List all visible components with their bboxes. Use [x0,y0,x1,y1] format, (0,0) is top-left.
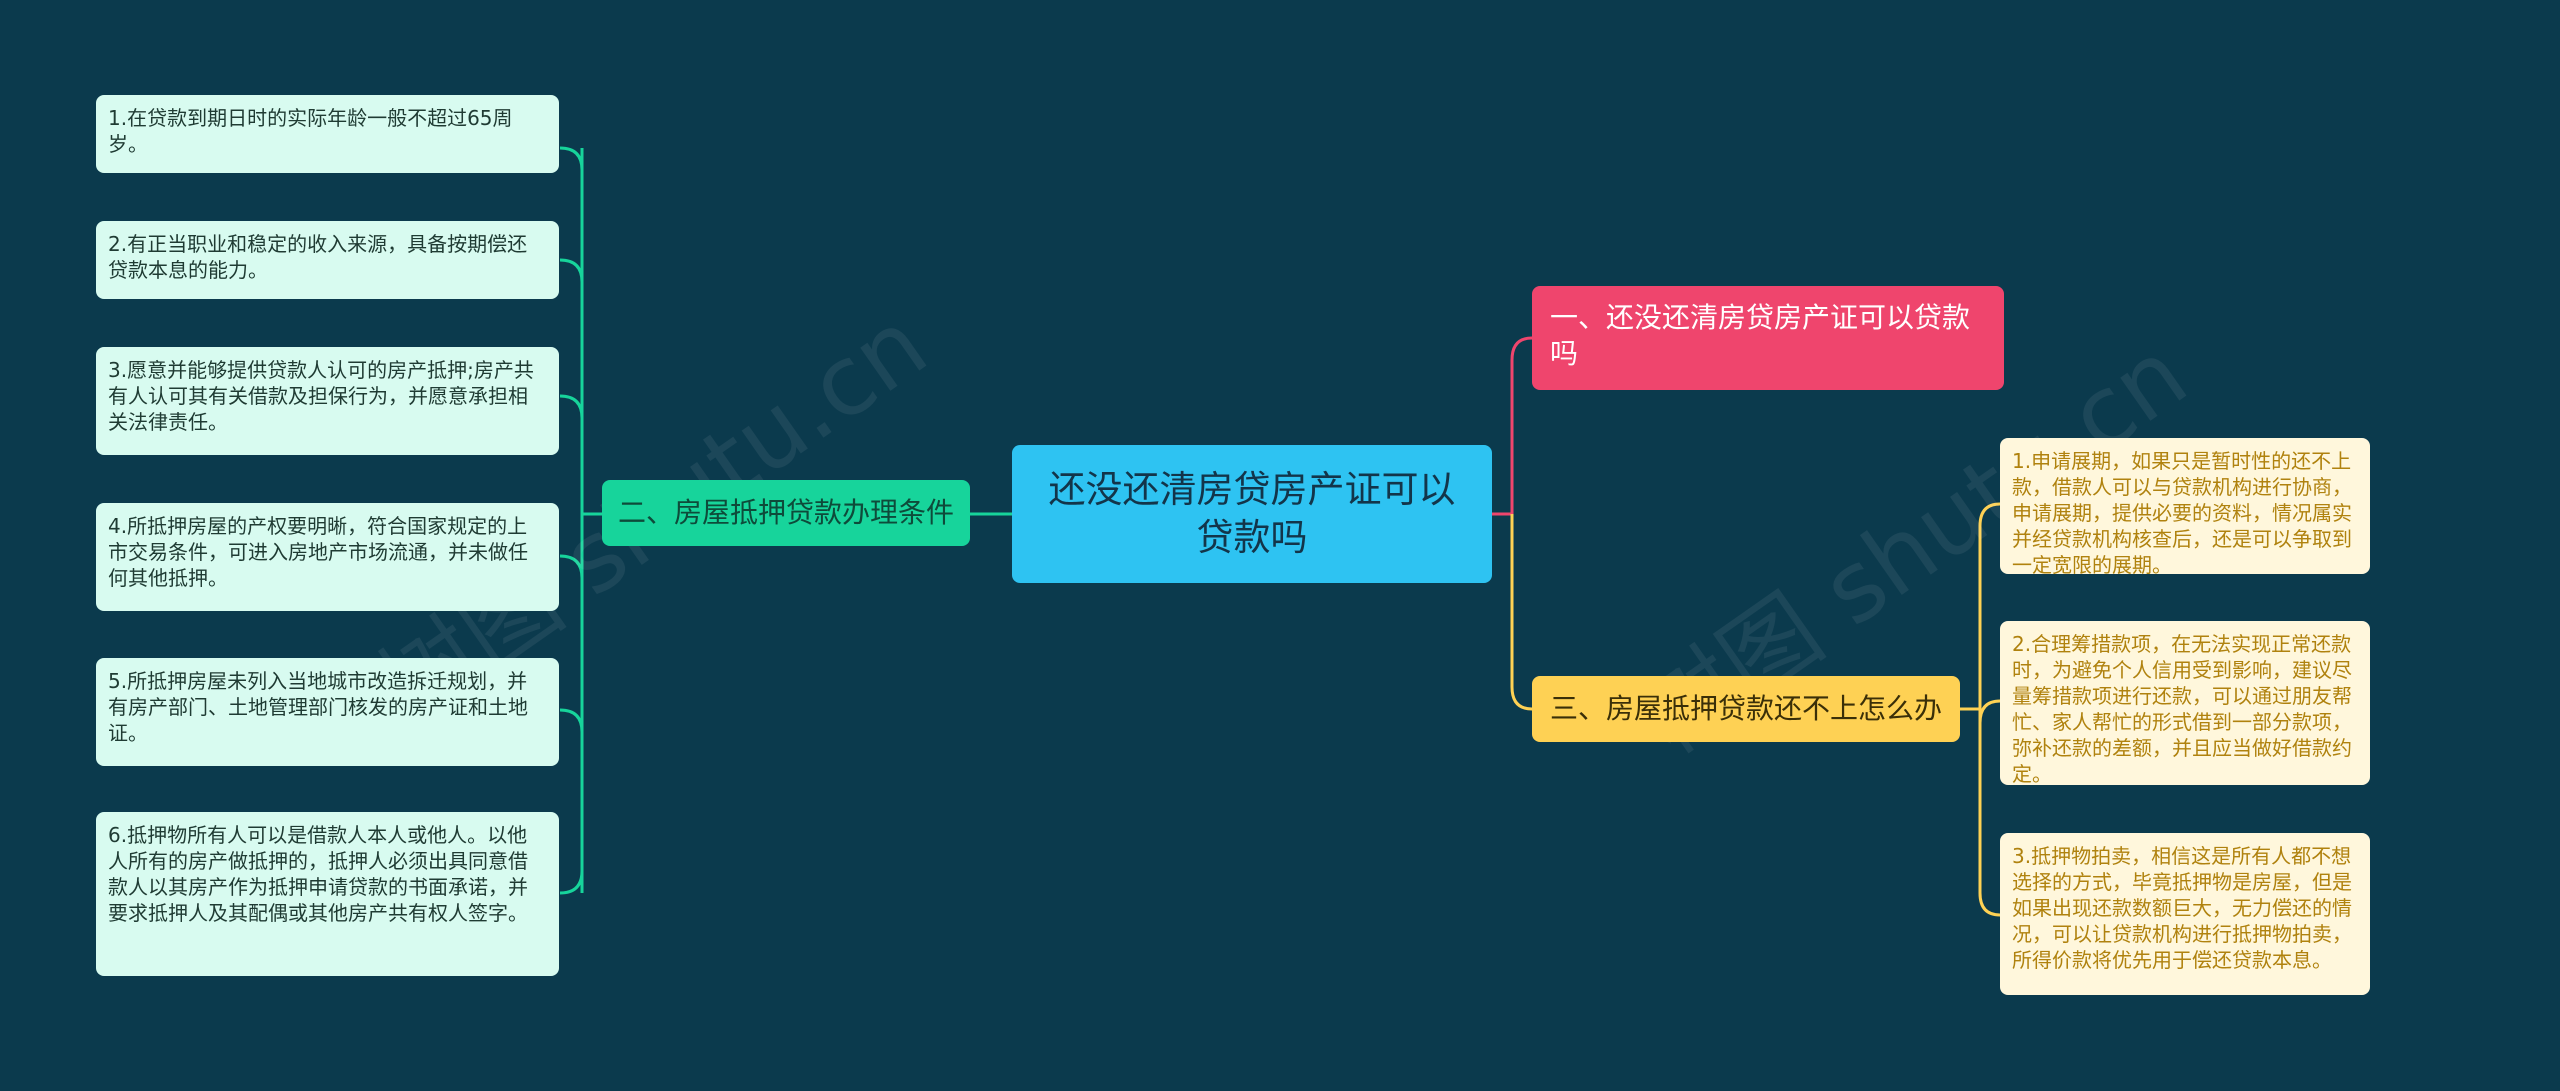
leaf-condition-5[interactable]: 5.所抵押房屋未列入当地城市改造拆迁规划，并有房产部门、土地管理部门核发的房产证… [96,658,559,766]
leaf-condition-6[interactable]: 6.抵押物所有人可以是借款人本人或他人。以他人所有的房产做抵押的，抵押人必须出具… [96,812,559,976]
link-left-leaf-2 [559,258,584,283]
link-left-leaf-1 [559,146,584,171]
link-right-leaf-3 [1978,892,2001,917]
link-left-leaf-3 [559,394,584,419]
root-label: 还没还清房贷房产证可以贷款吗 [1048,467,1456,559]
leaf-condition-2[interactable]: 2.有正当职业和稳定的收入来源，具备按期偿还贷款本息的能力。 [96,221,559,299]
root-node[interactable]: 还没还清房贷房产证可以贷款吗 [1012,445,1492,583]
leaf-solution-3[interactable]: 3.抵押物拍卖，相信这是所有人都不想选择的方式，毕竟抵押物是房屋，但是如果出现还… [2000,833,2370,995]
link-right-trunk [1960,526,1982,893]
branch-question-label: 一、还没还清房贷房产证可以贷款吗 [1550,301,1971,371]
link-left-leaf-5 [559,708,584,733]
branch-question[interactable]: 一、还没还清房贷房产证可以贷款吗 [1532,286,2004,390]
leaf-condition-4[interactable]: 4.所抵押房屋的产权要明晰，符合国家规定的上市交易条件，可进入房地产市场流通，并… [96,503,559,611]
link-left-leaf-4 [559,554,584,579]
link-left-trunk [580,148,602,893]
branch-conditions-label: 二、房屋抵押贷款办理条件 [617,495,954,529]
branch-cannot-repay[interactable]: 三、房屋抵押贷款还不上怎么办 [1532,676,1960,742]
link-left-leaf-6 [559,870,584,895]
branch-cannot-repay-label: 三、房屋抵押贷款还不上怎么办 [1549,691,1942,725]
link-right-leaf-2 [1978,699,2001,724]
leaf-solution-1[interactable]: 1.申请展期，如果只是暂时性的还不上款，借款人可以与贷款机构进行协商，申请展期，… [2000,438,2370,577]
link-root-right-1 [1492,336,1533,516]
link-right-leaf-1 [1978,502,2001,527]
leaf-condition-3[interactable]: 3.愿意并能够提供贷款人认可的房产抵押;房产共有人认可其有关借款及担保行为，并愿… [96,347,559,455]
branch-conditions[interactable]: 二、房屋抵押贷款办理条件 [602,480,970,546]
leaf-solution-2[interactable]: 2.合理筹措款项，在无法实现正常还款时，为避免个人信用受到影响，建议尽量筹措款项… [2000,621,2370,786]
link-root-right-2 [1510,514,1533,711]
leaf-condition-1[interactable]: 1.在贷款到期日时的实际年龄一般不超过65周岁。 [96,95,559,173]
